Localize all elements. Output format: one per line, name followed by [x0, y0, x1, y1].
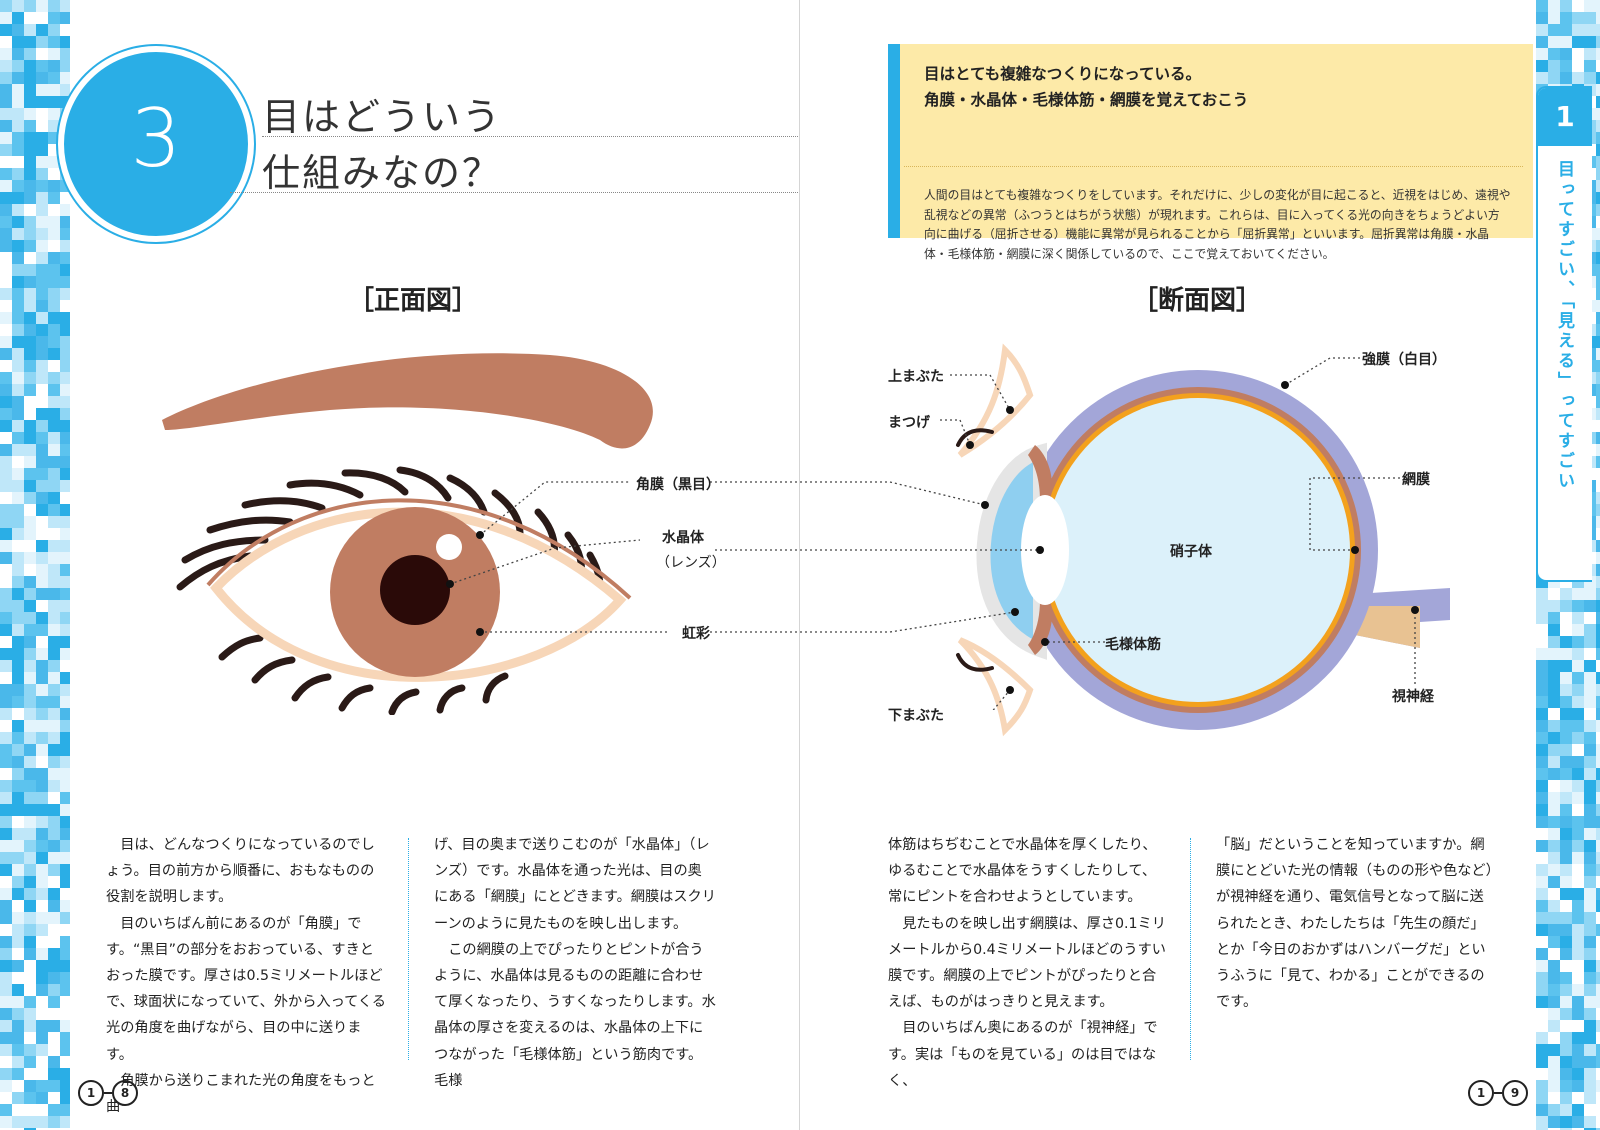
upper-lid-line — [206, 498, 632, 600]
paragraph: 目のいちばん前にあるのが「角膜」です。“黒目”の部分をおおっている、すきとおった… — [106, 915, 386, 1063]
intro-box: 目はとても複雑なつくりになっている。 角膜・水晶体・毛様体筋・網膜を覚えておこう… — [888, 44, 1533, 261]
page-number-digit: 9 — [1502, 1080, 1528, 1106]
leader-sclera — [1284, 357, 1360, 386]
paragraph: 目は、どんなつくりになっているのでしょう。目の前方から順番に、おもなものの役割を… — [106, 837, 375, 906]
paragraph: 角膜から送りこまれた光の角度をもっと曲 — [106, 1072, 376, 1116]
front-view-heading: ［正面図］ — [348, 286, 479, 316]
lens-shape — [1021, 495, 1069, 605]
paragraph: 見たものを映し出す網膜は、厚さ0.1ミリメートルから0.4ミリメートルほどのうす… — [888, 915, 1166, 1011]
chapter-tab[interactable]: 1 目ってすごい、「見える」ってすごい — [1536, 86, 1592, 582]
ciliary-muscle-upper — [1028, 445, 1053, 500]
label-lower-lid: 下まぶた — [888, 708, 944, 724]
page-number-right: 1 9 — [1468, 1080, 1528, 1106]
front-eye-illustration — [162, 353, 653, 715]
label-lens-sub: （レンズ） — [656, 555, 726, 571]
label-ciliary: 毛様体筋 — [1105, 637, 1161, 653]
eyelash-marks — [956, 428, 994, 672]
paragraph: この網膜の上でぴったりとピントが合うように、水晶体は見るものの距離に合わせて厚く… — [434, 941, 716, 1089]
body-column-2: げ、目の奥まで送りこむのが「水晶体」（レンズ）です。水晶体を通った光は、目の奥に… — [434, 832, 716, 1094]
label-retina: 網膜 — [1402, 472, 1430, 488]
chapter-tab-title: 目ってすごい、「見える」ってすごい — [1554, 160, 1574, 492]
page-number-left: 1 8 — [78, 1080, 138, 1106]
intro-heading-1: 目はとても複雑なつくりになっている。 — [924, 65, 1201, 83]
column-separator — [1190, 838, 1191, 1060]
cross-section-heading: ［断面図］ — [1132, 286, 1263, 316]
label-cornea: 角膜（黒目） — [636, 477, 720, 493]
leader-iris-link — [710, 611, 1016, 633]
body-column-4: 「脳」だということを知っていますか。網膜にとどいた光の情報（ものの形や色など）が… — [1216, 832, 1498, 1015]
eyebrow — [162, 353, 653, 449]
page-number-dash — [104, 1092, 112, 1094]
eyelashes-lower — [218, 634, 509, 715]
intro-accent-bar — [888, 44, 900, 238]
leader-retina — [1309, 477, 1400, 551]
eyelid-outlines — [957, 343, 1034, 737]
intro-body: 人間の目はとても複雑なつくりをしています。それだけに、少しの変化が目に起こると、… — [924, 188, 1511, 261]
page-number-digit: 1 — [1468, 1080, 1494, 1106]
leader-cornea-link — [710, 481, 986, 506]
label-lashes: まつげ — [888, 415, 930, 431]
book-spine — [799, 0, 800, 1130]
paragraph: げ、目の奥まで送りこむのが「水晶体」（レンズ）です。水晶体を通った光は、目の奥に… — [434, 837, 716, 932]
page-number-digit: 1 — [78, 1080, 104, 1106]
vitreous-shape — [1046, 398, 1350, 702]
leader-upper-lid — [950, 374, 1011, 411]
intro-heading-2: 角膜・水晶体・毛様体筋・網膜を覚えておこう — [924, 91, 1249, 109]
label-iris: 虹彩 — [682, 626, 710, 642]
page-title-line2: 仕組みなの？ — [262, 151, 503, 195]
label-optic-nerve: 視神経 — [1392, 689, 1434, 705]
pupil-shape — [380, 555, 450, 625]
page-number-digit: 8 — [112, 1080, 138, 1106]
label-sclera: 強膜（白目） — [1362, 352, 1446, 368]
cross-section-illustration — [956, 343, 1450, 737]
leader-lashes — [940, 419, 971, 446]
body-column-1: 目は、どんなつくりになっているのでしょう。目の前方から順番に、おもなものの役割を… — [106, 832, 386, 1120]
title-divider — [230, 192, 798, 193]
page-number-dash — [1494, 1092, 1502, 1094]
intro-divider — [904, 166, 1523, 167]
paragraph: 「脳」だということを知っていますか。網膜にとどいた光の情報（ものの形や色など）が… — [1216, 837, 1493, 1011]
label-leader-lines — [446, 357, 1419, 710]
cornea-shape — [976, 442, 1047, 660]
paragraph: 目のいちばん奥にあるのが「視神経」です。実は「ものを見ている」のは目ではなく、 — [888, 1020, 1158, 1089]
label-lens: 水晶体 — [662, 530, 704, 546]
label-upper-lid: 上まぶた — [888, 369, 944, 385]
ciliary-muscle-lower — [1028, 600, 1053, 655]
leader-lens-front — [449, 539, 641, 585]
label-vitreous: 硝子体 — [1170, 544, 1212, 560]
leader-lower-lid — [992, 689, 1011, 710]
body-column-3: 体筋はちぢむことで水晶体を厚くしたり、ゆるむことで水晶体をうすくしたりして、常に… — [888, 832, 1168, 1094]
leader-cornea-front — [479, 481, 630, 536]
paragraph: 体筋はちぢむことで水晶体を厚くしたり、ゆるむことで水晶体をうすくしたりして、常に… — [888, 837, 1157, 906]
chapter-tab-number: 1 — [1538, 88, 1592, 146]
page-title-line1: 目はどういう — [262, 95, 503, 139]
column-separator — [408, 838, 409, 1060]
title-divider — [262, 136, 798, 137]
chapter-number: 3 — [130, 92, 182, 185]
chapter-number-badge: 3 — [58, 46, 254, 242]
highlight-shape — [436, 534, 462, 560]
